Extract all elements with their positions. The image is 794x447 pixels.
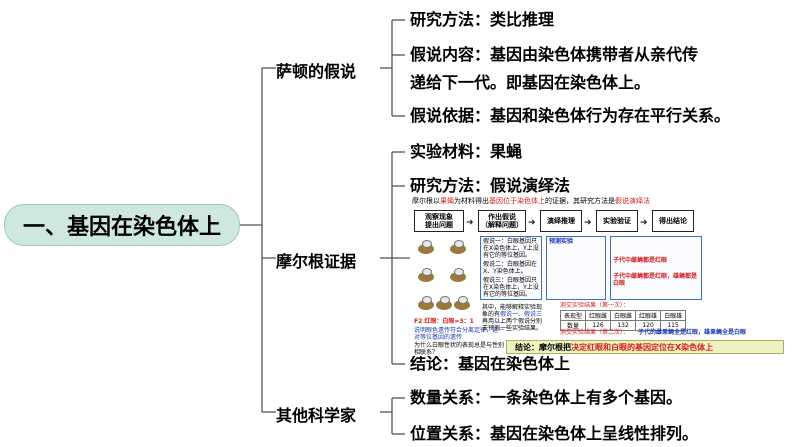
explanation-note: 其中，能够解释实验现象的有假说一、假说三再用以上两个假说分别去预测一些实验结果。 xyxy=(482,304,543,332)
test-result-title-2: 测交实验结果（第二次）： xyxy=(560,329,630,336)
figure-header: 摩尔根以果蝇为材料得出基因位于染色体上的证据，其研究方法是假说演绎法 xyxy=(412,197,650,205)
hypothesis-pane: 假说一：白眼基因只在X染色体上，Y上没有它的等位基因。 假说二：白眼基因在X、Y… xyxy=(480,236,542,300)
leaf-sutton-content-line1: 假说内容：基因由染色体携带者从亲代传 xyxy=(410,45,699,64)
fly-icon xyxy=(418,296,434,310)
leaf-sutton-content-line2: 递给下一代。即基因在染色体上。 xyxy=(410,73,651,92)
step-observe: 观察现象 提出问题 xyxy=(414,210,464,232)
fly-icon xyxy=(418,240,434,254)
result-pane: 子代中雌蝇都是红眼 子代中雌蝇都是红眼，雄蝇都是白眼 xyxy=(610,236,702,300)
f2-note: 说明眼色遗传符合分离定律，这一对等位基因的遗传 xyxy=(414,327,505,341)
leaf-morgan-method: 研究方法：假说演绎法 xyxy=(410,176,571,195)
fly-icon xyxy=(436,296,452,310)
test-result-2: 子代的雌果蝇全是红眼，雄果蝇全是白眼 xyxy=(638,329,747,336)
step-deduction: 演绎推理 xyxy=(540,210,582,232)
figure-conclusion: 结论：摩尔根把决定红眼和白眼的基因定位在X染色体上 xyxy=(506,340,784,354)
leaf-morgan-material: 实验材料：果蝇 xyxy=(410,142,523,161)
root-topic: 一、基因在染色体上 xyxy=(4,204,240,246)
fly-icon xyxy=(450,268,466,282)
step-conclude: 得出结论 xyxy=(652,210,694,232)
question-note: 为什么白眼性状的表现总是与性别相联系？ xyxy=(414,342,505,356)
morgan-experiment-figure: 摩尔根以果蝇为材料得出基因位于染色体上的证据，其研究方法是假说演绎法 观察现象 … xyxy=(410,196,786,356)
prediction-pane: 预测实验 xyxy=(546,236,606,300)
leaf-sutton-method: 研究方法：类比推理 xyxy=(410,10,555,29)
fly-icon xyxy=(418,268,434,282)
leaf-position-relation: 位置关系：基因在染色体上呈线性排列。 xyxy=(410,424,699,443)
test-result-title-1: 测交实验结果（第一次）： xyxy=(560,302,630,309)
branch-other-scientists: 其他科学家 xyxy=(276,406,357,425)
f2-ratio: F2 红眼：白眼=3：1 xyxy=(414,318,474,325)
arrow-icon: ➜ xyxy=(640,218,648,228)
leaf-sutton-basis: 假说依据：基因和染色体行为存在平行关系。 xyxy=(410,106,731,125)
fly-icon xyxy=(450,240,466,254)
arrow-icon: ➜ xyxy=(584,218,592,228)
step-hypothesis: 作出假说 （解释问题） xyxy=(478,210,526,232)
branch-sutton-hypothesis: 萨顿的假说 xyxy=(276,62,357,81)
root-label: 一、基因在染色体上 xyxy=(22,215,221,240)
arrow-icon: ➜ xyxy=(528,218,536,228)
leaf-morgan-conclusion: 结论：基因在染色体上 xyxy=(410,354,571,373)
fly-icon xyxy=(454,296,470,310)
branch-morgan-evidence: 摩尔根证据 xyxy=(276,252,357,271)
table-header-row: 表现型红眼雌白眼雌红眼雄白眼雄 xyxy=(559,310,687,321)
arrow-icon: ➜ xyxy=(466,218,474,228)
step-verify: 实验验证 xyxy=(596,210,638,232)
leaf-quantity-relation: 数量关系：一条染色体上有多个基因。 xyxy=(410,388,683,407)
